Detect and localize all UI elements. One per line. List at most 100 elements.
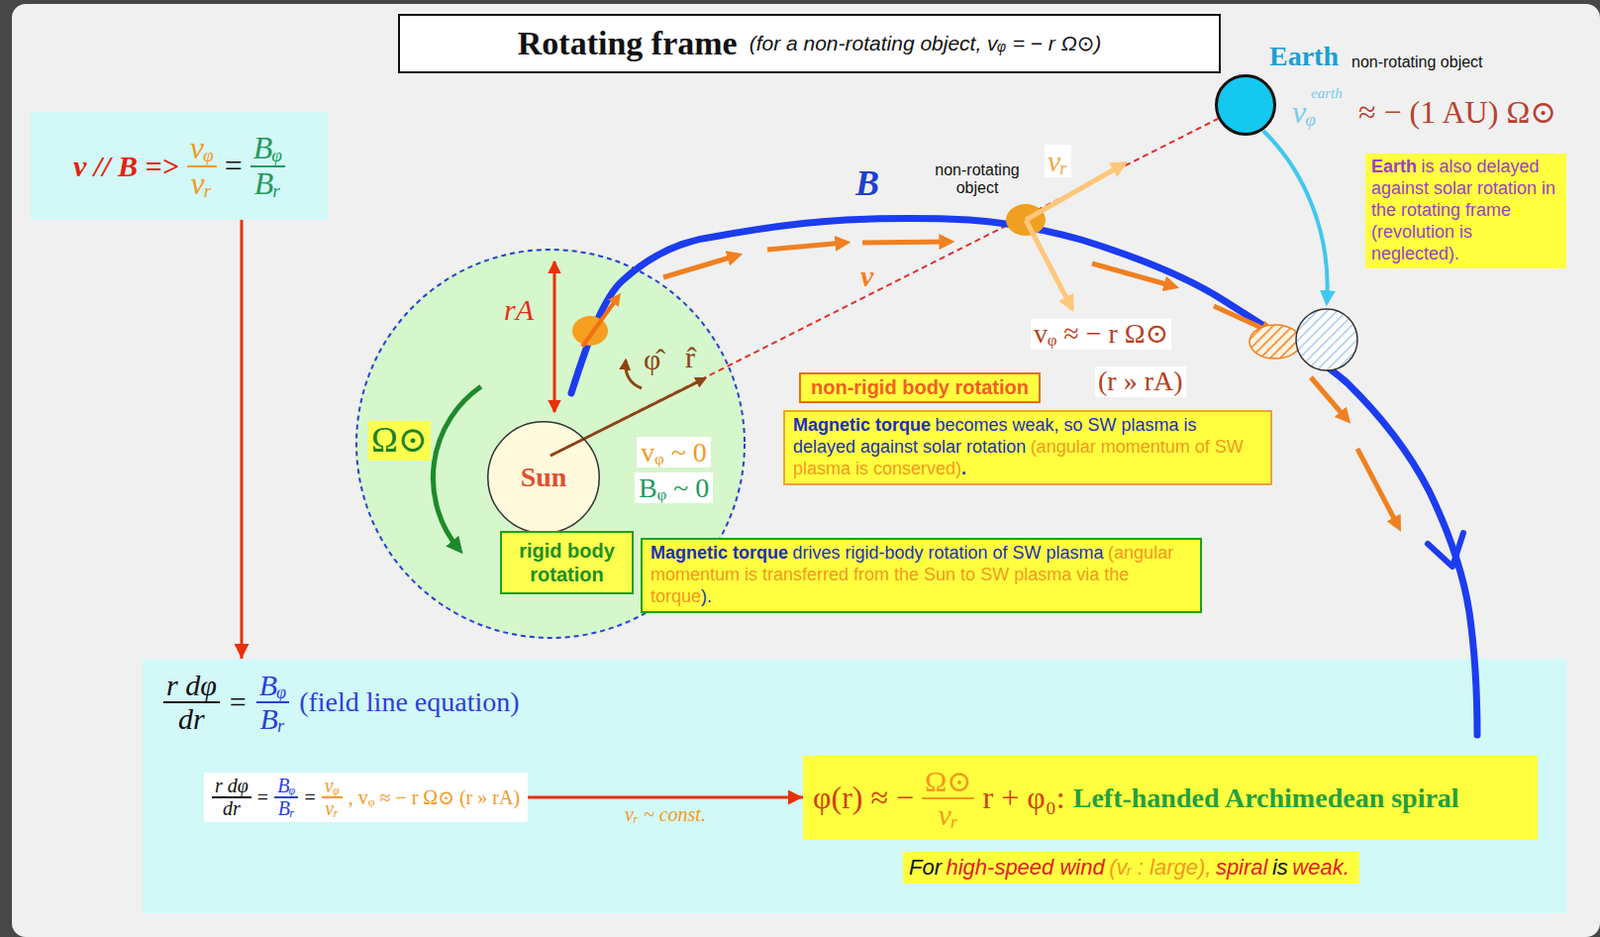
node-text: weak. <box>1292 854 1349 880</box>
node-text: Bᵣ <box>275 798 299 819</box>
node-text: (for a non-rotating object, vᵩ = − r Ω⊙) <box>749 31 1102 55</box>
fraction: vᵩvᵣ <box>187 131 217 200</box>
text-slot: drives rigid-body rotation of SW plasma <box>792 544 1103 562</box>
node-content: r dφdr = BᵩBᵣ (field line equation) <box>163 669 520 734</box>
text-slot: rigid body rotation <box>505 538 628 587</box>
text-slot: r + φ₀: <box>982 779 1065 816</box>
earth-circle-outline <box>1214 74 1277 136</box>
node-text: is <box>1272 854 1289 880</box>
node-text: Magnetic torque <box>793 414 931 435</box>
unit-vector-label: φ̂ <box>643 342 661 376</box>
node-text: spiral <box>1215 854 1269 880</box>
wind-arrow <box>862 241 949 243</box>
node-text: Bᵩ <box>274 775 299 799</box>
node-text: Bᵩ <box>250 131 286 168</box>
node-content: vᵩ ~ 0 Bᵩ ~ 0 <box>634 436 713 504</box>
sun-earth-line <box>550 118 1218 456</box>
node-text: Rotating frame <box>517 24 738 62</box>
alfven-radius-arrow <box>553 261 557 412</box>
node-text: vᵣ <box>321 798 342 819</box>
fraction: BᵩBᵣ <box>274 775 299 819</box>
node-content: φ(r) ≈ −Ω⊙vᵣr + φ₀:Left-handed Archimede… <box>802 755 1538 840</box>
earth-note-box: Earthis also delayed against solar rotat… <box>1365 153 1567 269</box>
node-content: Earthis also delayed against solar rotat… <box>1365 153 1567 269</box>
node-text: (field line equation) <box>299 686 519 717</box>
text-slot: non-rotating object <box>1351 53 1484 72</box>
wind-arrow <box>1092 263 1174 287</box>
node-text: Earth <box>1269 40 1339 72</box>
node-text: Magnetic torque <box>650 542 789 563</box>
unit-vector-label: r̂ <box>685 340 696 374</box>
node-text: vᵩ ~ 0 <box>636 436 711 468</box>
title-box: Rotating frame (for a non-rotating object… <box>398 13 1221 74</box>
text-slot: φ(r) ≈ − <box>812 779 914 816</box>
node-content: r dφdr=BᵩBᵣ=vᵩvᵣ, vᵩ ≈ − r Ω⊙ (r » rA) <box>203 772 528 822</box>
text-slot: Earth <box>1371 158 1417 176</box>
text-slot: non-rigid body rotation <box>810 376 1029 400</box>
node-text: high-speed wind <box>945 854 1104 880</box>
fraction: Ω⊙vᵣ <box>921 765 975 830</box>
fraction: r dφdr <box>211 775 252 819</box>
text-slot: weak. <box>1292 860 1349 878</box>
node-content: rigid body rotation <box>501 532 632 593</box>
earth-velocity-formula: ≈ − (1 AU) Ω⊙ <box>1358 95 1557 130</box>
text-slot: For <box>908 860 942 878</box>
node-text: (vᵣ : large), <box>1108 854 1211 880</box>
rotation-label: Ω⊙ <box>368 420 431 461</box>
node-text: Earth <box>1371 156 1417 177</box>
node-text: vᵩ <box>187 131 217 168</box>
node-text: vᵣ <box>934 799 962 831</box>
connector-arrow <box>527 796 803 800</box>
text-slot: Left-handed Archimedean spiral <box>1073 782 1460 814</box>
text-slot: high-speed wind <box>945 860 1104 878</box>
node-text: φ(r) ≈ − <box>812 779 914 815</box>
text-slot: = <box>303 786 315 809</box>
node-text: r dφ <box>211 775 252 799</box>
wind-arrow <box>1357 448 1399 526</box>
parcel-velocity <box>582 297 618 347</box>
text-slot: (vᵣ : large), <box>1108 860 1211 878</box>
node-text: drives rigid-body rotation of SW plasma <box>792 542 1103 563</box>
radius-label: rA <box>503 293 534 326</box>
node-text: v // B => <box>73 149 180 183</box>
wind-arrow <box>767 242 845 250</box>
text-slot: = <box>257 786 269 809</box>
velocity-label: v <box>860 259 874 293</box>
field-label: B <box>855 164 880 204</box>
fraction: BᵩBᵣ <box>250 131 286 200</box>
wind-arrow <box>1310 377 1347 419</box>
text-slot: (field line equation) <box>299 686 519 718</box>
node-text: vᵩ <box>321 775 343 799</box>
node-text: = <box>229 685 247 718</box>
sun-circle: Sun <box>487 420 600 534</box>
node-text: dr <box>219 798 244 819</box>
text-slot: ). <box>700 588 712 605</box>
node-text: Bᵩ <box>256 669 290 703</box>
velocity-formula: vᵩ ≈ − r Ω⊙ <box>1030 318 1172 350</box>
node-text: = <box>224 147 243 184</box>
text-slot: Sun <box>520 461 568 494</box>
earth-delay-arrow <box>1263 130 1328 303</box>
node-content: non-rigid body rotation <box>800 374 1039 401</box>
connector-arrow <box>240 219 244 659</box>
connector-label: vᵣ ~ const. <box>621 802 709 825</box>
text-slot: , vᵩ ≈ − r Ω⊙ (r » rA) <box>348 785 520 809</box>
node-text: For <box>908 854 942 880</box>
fraction: r dφdr <box>163 669 220 734</box>
node-text: vᵣ <box>188 167 216 201</box>
node-text: = <box>303 786 315 808</box>
condition-box: v // B =>vᵩvᵣ=BᵩBᵣ <box>30 111 328 220</box>
text-slot: = <box>224 147 243 185</box>
formula-panel: r dφdr=BᵩBᵣ(field line equation)r dφdr=B… <box>142 658 1567 913</box>
node-text: = <box>257 786 269 808</box>
node-text: Bᵩ ~ 0 <box>634 472 713 503</box>
node-text: Sun <box>520 461 568 493</box>
weak-torque-note-box: Magnetic torquebecomes weak, so SW plasm… <box>783 409 1273 486</box>
node-text: r + φ₀: <box>982 779 1065 815</box>
node-text: Bᵣ <box>257 702 290 735</box>
text-slot: vᵩ ~ 0 <box>636 436 711 469</box>
sun-circle-shape <box>488 421 600 534</box>
earth-superscript: earth <box>1310 85 1343 102</box>
result-box: φ(r) ≈ −Ω⊙vᵣr + φ₀:Left-handed Archimede… <box>802 755 1538 840</box>
node-content: Magnetic torquedrives rigid-body rotatio… <box>642 539 1200 611</box>
